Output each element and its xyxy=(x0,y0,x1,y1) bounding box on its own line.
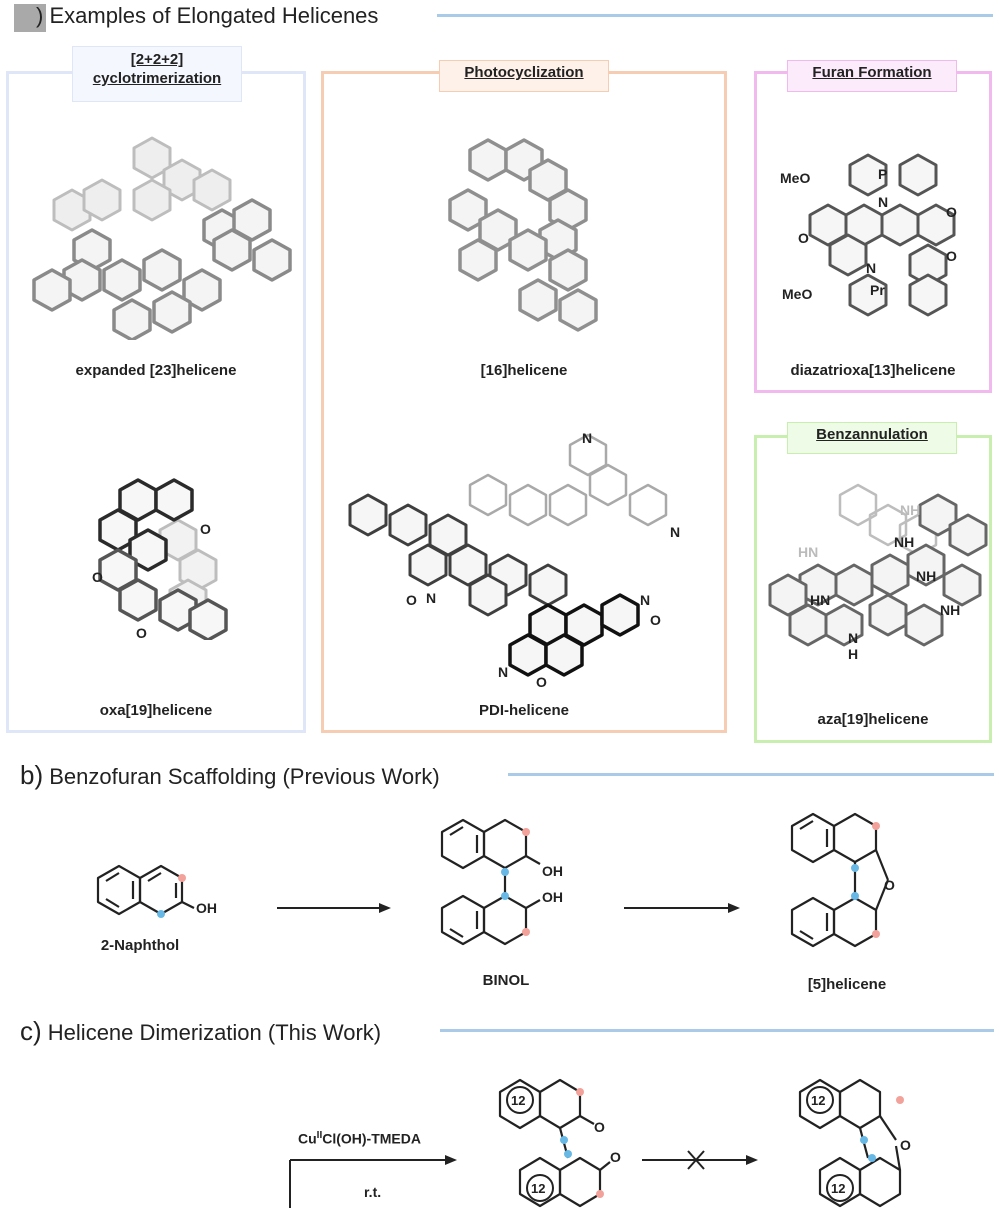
pdi-atom-n-1: N xyxy=(582,430,592,446)
naphthol-atom-oh: OH xyxy=(196,900,217,916)
structure-target-oxahelicene: 12 12 O xyxy=(798,1078,911,1208)
structure-5-helicene: O xyxy=(790,812,895,948)
structure-2-naphthol: OH xyxy=(96,864,217,918)
structure-aza-19-helicene: NH NH HN NH HN NH N H xyxy=(768,483,988,662)
structure-expanded-23-helicene xyxy=(32,136,292,340)
arrow-binol-to-5-helicene xyxy=(624,903,740,913)
reagent-rest: Cl(OH)-TMEDA xyxy=(322,1130,421,1147)
section-b-divider xyxy=(508,773,994,776)
aza-atom-n: N xyxy=(848,630,858,646)
section-a-title: ) Examples of Elongated Helicenes xyxy=(36,3,379,28)
section-b-letter: b) xyxy=(20,760,44,790)
caption-expanded-23-helicene: expanded [23]helicene xyxy=(75,362,237,379)
tag-cyclo-line2: cyclotrimerization xyxy=(92,70,222,87)
label-5-helicene: [5]helicene xyxy=(807,976,887,993)
dimer-atom-o-1: O xyxy=(594,1119,605,1135)
oxa-atom-o-1: O xyxy=(92,569,103,585)
target-ring-label-bottom: 12 xyxy=(831,1181,845,1196)
furan-atom-n-2: N xyxy=(866,260,876,276)
structure-binol: OH OH xyxy=(440,818,563,946)
tag-photo-label: Photocyclization xyxy=(464,64,584,81)
binol-atom-oh-1: OH xyxy=(542,863,563,879)
aza-atom-nh-4: NH xyxy=(940,602,960,618)
section-c-title-text: Helicene Dimerization (This Work) xyxy=(47,1020,382,1045)
caption-aza-19-helicene: aza[19]helicene xyxy=(817,711,929,728)
target-ring-label-top: 12 xyxy=(811,1093,825,1108)
aza-atom-nh-2: NH xyxy=(894,534,914,550)
furan-atom-meo-2: MeO xyxy=(782,286,812,302)
furan-atom-o-2: O xyxy=(798,230,809,246)
furan-atom-p: P xyxy=(878,166,887,182)
structure-diazatrioxa-13-helicene: MeO P N O O N O Pr MeO xyxy=(780,153,957,317)
reagent-oxidation-state: II xyxy=(316,1130,323,1141)
section-b-title: b) Benzofuran Scaffolding (Previous Work… xyxy=(20,760,440,791)
aza-atom-hn-2: HN xyxy=(810,592,830,608)
tag-furan-formation: Furan Formation xyxy=(787,60,957,92)
furan-atom-meo-1: MeO xyxy=(780,170,810,186)
pdi-atom-n-3: N xyxy=(426,590,436,606)
pdi-atom-o-3: O xyxy=(536,674,547,690)
arrow-blocked xyxy=(642,1150,758,1170)
label-binol: BINOL xyxy=(482,972,530,989)
arrow-dimerization xyxy=(289,1155,457,1208)
section-c-letter: c) xyxy=(20,1016,42,1046)
tag-photocyclization: Photocyclization xyxy=(439,60,609,92)
dimer-atom-o-2: O xyxy=(610,1149,621,1165)
tag-benzannulation: Benzannulation xyxy=(787,422,957,454)
section-b-title-text: Benzofuran Scaffolding (Previous Work) xyxy=(49,764,440,789)
oxa-atom-o-3: O xyxy=(200,521,211,537)
structure-16-helicene xyxy=(448,138,598,332)
section-a-divider xyxy=(437,14,993,17)
tag-furan-word2: Formation xyxy=(858,64,932,81)
reagent-condition: r.t. xyxy=(364,1184,382,1200)
reagent-cu: Cu xyxy=(298,1130,317,1147)
tag-cyclotrimerization: [2+2+2] cyclotrimerization xyxy=(72,46,242,102)
pdi-atom-n-2: N xyxy=(670,524,680,540)
pdi-atom-n-5: N xyxy=(498,664,508,680)
structure-dione-dimer: 12 12 O O xyxy=(498,1078,621,1208)
structure-oxa-19-helicene: O O O xyxy=(92,478,228,640)
furan-atom-o-1: O xyxy=(946,204,957,220)
aza-atom-h: H xyxy=(848,646,858,662)
aza-atom-nh-1: NH xyxy=(900,502,920,518)
target-atom-o: O xyxy=(900,1137,911,1153)
furan-atom-n-1: N xyxy=(878,194,888,210)
section-c-divider xyxy=(440,1029,994,1032)
arrow-naphthol-to-binol xyxy=(277,903,391,913)
pdi-atom-n-4: N xyxy=(640,592,650,608)
caption-16-helicene: [16]helicene xyxy=(480,362,568,379)
label-2-naphthol: 2-Naphthol xyxy=(100,937,180,954)
oxa-atom-o-2: O xyxy=(136,625,147,640)
caption-oxa-19-helicene: oxa[19]helicene xyxy=(99,702,213,719)
caption-diazatrioxa-13-helicene: diazatrioxa[13]helicene xyxy=(790,362,956,379)
aza-atom-nh-3: NH xyxy=(916,568,936,584)
furan-atom-o-3: O xyxy=(946,248,957,264)
pdi-atom-o-2: O xyxy=(650,612,661,628)
tag-benz-label: Benzannulation xyxy=(816,426,928,443)
pdi-atom-o-1: O xyxy=(406,592,417,608)
furan-atom-pr: Pr xyxy=(870,282,885,298)
helicene5-atom-o: O xyxy=(884,877,895,893)
tag-furan-word1: Furan xyxy=(812,64,855,81)
aza-atom-hn-1: HN xyxy=(798,544,818,560)
caption-pdi-helicene: PDI-helicene xyxy=(478,702,570,719)
section-c-title: c) Helicene Dimerization (This Work) xyxy=(20,1016,381,1047)
dimer-ring-label-top: 12 xyxy=(511,1093,525,1108)
structure-pdi-helicene: N N N N N O O O xyxy=(348,430,680,690)
binol-atom-oh-2: OH xyxy=(542,889,563,905)
reagent-copper-complex: CuIICl(OH)-TMEDA xyxy=(298,1130,421,1147)
section-a-marker xyxy=(14,4,46,32)
dimer-ring-label-bottom: 12 xyxy=(531,1181,545,1196)
tag-cyclo-line1: [2+2+2] xyxy=(130,51,184,68)
